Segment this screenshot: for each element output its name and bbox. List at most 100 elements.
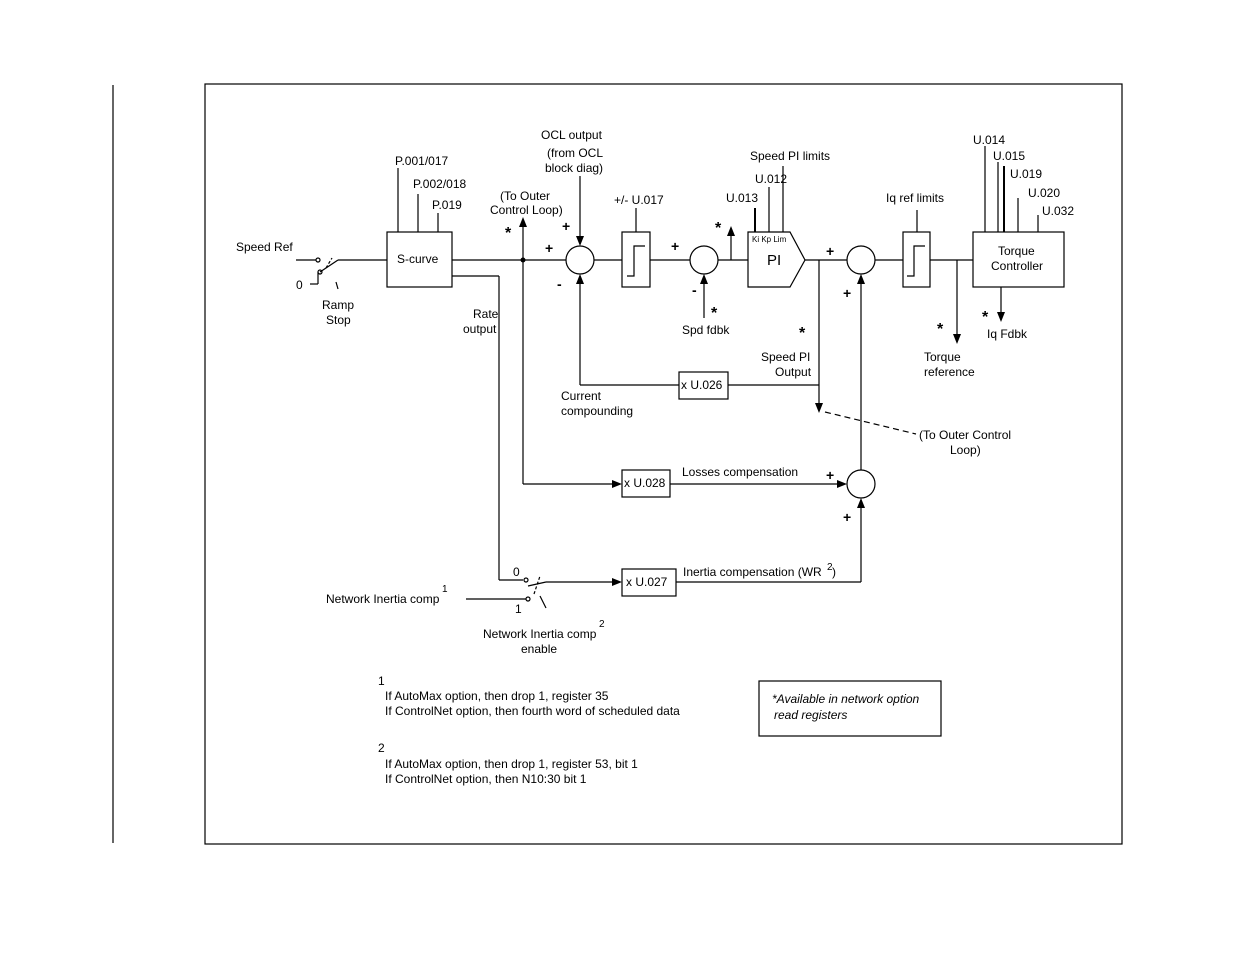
spd-fdbk-arrow bbox=[700, 274, 708, 284]
iq-ref-limiter-symbol bbox=[907, 245, 925, 277]
note1-line1: If AutoMax option, then drop 1, register… bbox=[385, 689, 609, 703]
network-enable-label-2: enable bbox=[521, 642, 557, 656]
u028-gain-label: x U.028 bbox=[624, 476, 666, 490]
u028-gain-block bbox=[621, 469, 671, 498]
speed-ref-label: Speed Ref bbox=[236, 240, 293, 254]
rate-output-label-2: output bbox=[463, 322, 497, 336]
pi-label: PI bbox=[767, 252, 781, 269]
p002-label: P.002/018 bbox=[413, 177, 466, 191]
torque-ref-arrow bbox=[953, 334, 961, 344]
pi-sub-label: Ki Kp Lim bbox=[752, 235, 787, 244]
note1-mark: 1 bbox=[378, 674, 385, 688]
network-inertia-sup: 1 bbox=[442, 584, 448, 595]
current-comp-label-2: compounding bbox=[561, 404, 633, 418]
inertia-switch-out-arrow bbox=[612, 578, 622, 586]
u019-label: U.019 bbox=[1010, 167, 1042, 181]
diagram-frame bbox=[204, 83, 1123, 845]
u026-gain-label: x U.026 bbox=[681, 378, 723, 392]
sum3-plus-left: + bbox=[826, 243, 834, 259]
inertia-switch-dash bbox=[533, 575, 541, 595]
u027-gain-block bbox=[621, 568, 677, 597]
speed-pi-output-label-1: Speed PI bbox=[761, 350, 810, 364]
ramp-switch-blade bbox=[319, 259, 339, 273]
ramp-switch-one-leg bbox=[335, 281, 339, 290]
losses-comp-label: Losses compensation bbox=[682, 465, 798, 479]
u013-label: U.013 bbox=[726, 191, 758, 205]
torque-ref-label-1: Torque bbox=[924, 350, 961, 364]
torque-ref-star: * bbox=[937, 321, 944, 338]
note1-line2: If ControlNet option, then fourth word o… bbox=[385, 704, 680, 718]
inertia-switch-zero: 0 bbox=[513, 565, 520, 579]
note2-mark: 2 bbox=[378, 741, 385, 755]
network-enable-label-1: Network Inertia comp bbox=[483, 627, 597, 641]
speed-error-star: * bbox=[715, 220, 722, 237]
ocl-output-label-1: OCL output bbox=[541, 128, 603, 142]
u017-limiter-symbol bbox=[627, 245, 645, 277]
u014-label: U.014 bbox=[973, 133, 1005, 147]
inertia-switch-contact-1 bbox=[525, 596, 531, 602]
legend-box bbox=[758, 680, 942, 737]
ramp-switch-contact bbox=[315, 257, 321, 263]
u012-label: U.012 bbox=[755, 172, 787, 186]
sum-junction-1 bbox=[565, 245, 595, 275]
ocl-output-label-2: (from OCL bbox=[547, 146, 603, 160]
torque-controller-block bbox=[972, 231, 1065, 288]
u017-limiter-block bbox=[621, 231, 651, 288]
to-outer2-dashed bbox=[824, 411, 917, 435]
p001-label: P.001/017 bbox=[395, 154, 448, 168]
sum-junction-2 bbox=[689, 245, 719, 275]
to-outer2-label-2: Loop) bbox=[950, 443, 981, 457]
sum4-plus-left: + bbox=[826, 467, 834, 483]
sum1-minus: - bbox=[557, 276, 562, 292]
inertia-comp-sup: 2 bbox=[827, 562, 833, 573]
inertia-switch-lower-leg bbox=[539, 595, 547, 609]
losses-to-sum4-arrow bbox=[837, 480, 847, 488]
inertia-comp-label-end: ) bbox=[832, 565, 836, 579]
speed-pi-output-label-2: Output bbox=[775, 365, 812, 379]
inertia-comp-label: Inertia compensation (WR bbox=[683, 565, 822, 579]
inertia-switch-contact-0 bbox=[523, 577, 529, 583]
sum2-plus: + bbox=[671, 238, 679, 254]
to-outer2-label-1: (To Outer Control bbox=[919, 428, 1011, 442]
network-inertia-label: Network Inertia comp bbox=[326, 592, 440, 606]
inertia-switch-one: 1 bbox=[515, 602, 522, 616]
current-comp-label-1: Current bbox=[561, 389, 602, 403]
ocl-input-arrow bbox=[576, 236, 584, 246]
inertia-to-sum4-arrow bbox=[857, 498, 865, 508]
s-curve-label: S-curve bbox=[397, 252, 439, 266]
speed-pi-output-star: * bbox=[799, 325, 806, 342]
sum1-plus-top: + bbox=[562, 218, 570, 234]
ocl-output-label-3: block diag) bbox=[545, 161, 603, 175]
u015-label: U.015 bbox=[993, 149, 1025, 163]
to-outer-label-2: Control Loop) bbox=[490, 203, 563, 217]
iq-ref-limits-label: Iq ref limits bbox=[886, 191, 944, 205]
iq-ref-limiter-block bbox=[902, 231, 931, 288]
pi-output-tap-arrow bbox=[815, 403, 823, 413]
ramp-stop-label-1: Ramp bbox=[322, 298, 354, 312]
u032-label: U.032 bbox=[1042, 204, 1074, 218]
torque-controller-label-2: Controller bbox=[991, 259, 1043, 273]
u027-gain-label: x U.027 bbox=[626, 575, 668, 589]
sum4-to-sum3-arrow bbox=[857, 274, 865, 284]
sum3-plus-bottom: + bbox=[843, 285, 851, 301]
sum-junction-3 bbox=[846, 245, 876, 275]
legend-line2: read registers bbox=[774, 708, 847, 722]
note2-line1: If AutoMax option, then drop 1, register… bbox=[385, 757, 638, 771]
speed-error-tap-arrow bbox=[727, 226, 735, 236]
u017-label: +/- U.017 bbox=[614, 193, 664, 207]
s-curve-block bbox=[386, 231, 453, 288]
iq-fdbk-arrow bbox=[997, 312, 1005, 322]
torque-controller-label-1: Torque bbox=[998, 244, 1035, 258]
ramp-stop-label-2: Stop bbox=[326, 313, 351, 327]
current-comp-arrow bbox=[576, 274, 584, 284]
to-outer-label-1: (To Outer bbox=[500, 189, 550, 203]
legend-line1: *Available in network option bbox=[772, 692, 920, 706]
sum4-plus-bottom: + bbox=[843, 509, 851, 525]
iq-fdbk-star: * bbox=[982, 309, 989, 326]
rate-output-label-1: Rate bbox=[473, 307, 499, 321]
sum1-plus-left: + bbox=[545, 240, 553, 256]
network-enable-sup: 2 bbox=[599, 619, 605, 630]
spd-fdbk-label: Spd fdbk bbox=[682, 323, 730, 337]
iq-fdbk-label: Iq Fdbk bbox=[987, 327, 1028, 341]
